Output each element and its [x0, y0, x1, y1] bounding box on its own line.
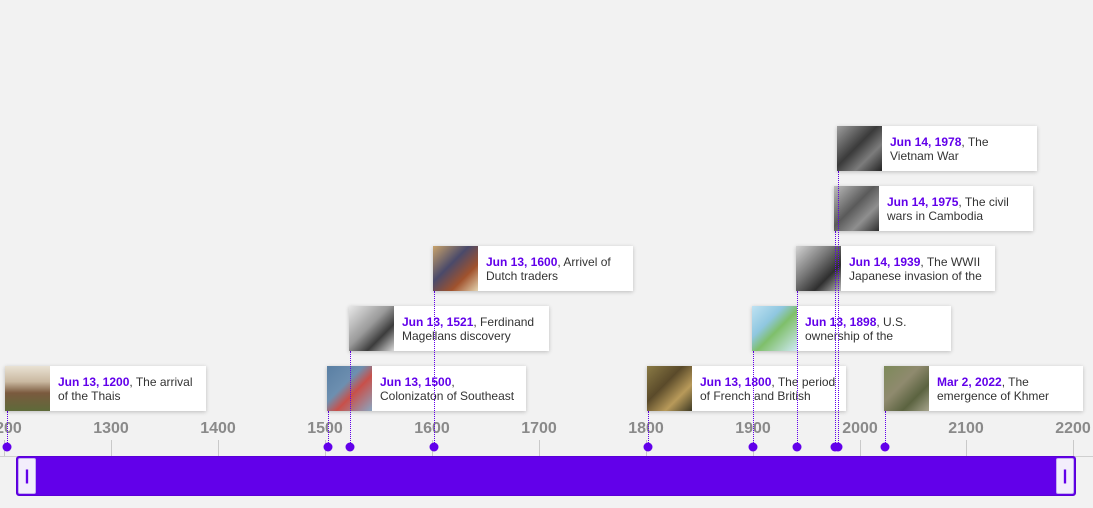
event-card[interactable]: Mar 2, 2022, The emergence of Khmer: [884, 366, 1083, 411]
event-description: Jun 14, 1939, The WWII Japanese invasion…: [841, 255, 995, 283]
event-description: Jun 13, 1500, Colonizaton of Southeast: [372, 375, 526, 403]
axis-tick-line: [966, 440, 967, 456]
axis-tick-line: [111, 440, 112, 456]
event-card[interactable]: Jun 14, 1939, The WWII Japanese invasion…: [796, 246, 995, 291]
event-marker[interactable]: [345, 442, 355, 452]
scrollbar-left-handle[interactable]: ❙: [18, 458, 36, 494]
axis-tick-label: 1200: [0, 420, 22, 437]
event-connector: [885, 411, 886, 447]
event-date: Jun 13, 1200: [58, 374, 130, 389]
event-description: Jun 13, 1600, Arrivel of Dutch traders: [478, 255, 633, 283]
axis-tick-line: [218, 440, 219, 456]
event-connector: [797, 291, 798, 447]
event-thumbnail: [433, 246, 478, 291]
event-date: Jun 13, 1600: [486, 254, 558, 269]
axis-tick-label: 2200: [1055, 420, 1091, 437]
event-date: Jun 13, 1800: [700, 374, 772, 389]
event-connector: [434, 291, 435, 447]
event-title: , The period of French and British: [700, 374, 836, 403]
event-card[interactable]: Jun 13, 1898, U.S. ownership of the: [752, 306, 951, 351]
event-marker[interactable]: [792, 442, 802, 452]
event-card[interactable]: Jun 13, 1200, The arrival of the Thais: [5, 366, 206, 411]
grip-icon: ❙: [1059, 468, 1071, 484]
event-description: Jun 14, 1978, The Vietnam War: [882, 135, 1037, 163]
event-connector: [7, 411, 8, 447]
event-card[interactable]: Jun 13, 1521, Ferdinand Magellans discov…: [349, 306, 549, 351]
event-marker[interactable]: [643, 442, 653, 452]
event-title: , The WWII Japanese invasion of the: [849, 254, 982, 283]
event-date: Jun 14, 1978: [890, 134, 962, 149]
event-description: Mar 2, 2022, The emergence of Khmer: [929, 375, 1083, 403]
event-title: , The Vietnam War: [890, 134, 989, 163]
event-thumbnail: [752, 306, 797, 351]
event-description: Jun 13, 1898, U.S. ownership of the: [797, 315, 951, 343]
event-card[interactable]: Jun 13, 1600, Arrivel of Dutch traders: [433, 246, 633, 291]
event-title: , The arrival of the Thais: [58, 374, 193, 403]
event-title: , U.S. ownership of the: [805, 314, 907, 343]
event-thumbnail: [834, 186, 879, 231]
event-thumbnail: [884, 366, 929, 411]
event-connector: [328, 411, 329, 447]
axis-tick-label: 1300: [93, 420, 129, 437]
event-connector: [350, 351, 351, 447]
axis-tick-label: 2100: [948, 420, 984, 437]
event-date: Jun 13, 1500: [380, 374, 452, 389]
event-marker[interactable]: [2, 442, 12, 452]
axis-tick-label: 1700: [521, 420, 557, 437]
timeline-axis: 1200130014001500160017001800190020002100…: [0, 420, 1093, 460]
event-card[interactable]: Jun 13, 1500, Colonizaton of Southeast: [327, 366, 526, 411]
event-title: , Ferdinand Magellans discovery: [402, 314, 535, 343]
event-description: Jun 13, 1200, The arrival of the Thais: [50, 375, 206, 403]
event-thumbnail: [796, 246, 841, 291]
axis-tick-label: 1600: [414, 420, 450, 437]
event-description: Jun 14, 1975, The civil wars in Cambodia: [879, 195, 1033, 223]
event-connector: [648, 411, 649, 447]
event-thumbnail: [837, 126, 882, 171]
event-card[interactable]: Jun 14, 1978, The Vietnam War: [837, 126, 1037, 171]
event-date: Jun 14, 1939: [849, 254, 921, 269]
event-thumbnail: [5, 366, 50, 411]
event-connector: [838, 171, 839, 447]
event-card[interactable]: Jun 13, 1800, The period of French and B…: [647, 366, 846, 411]
axis-tick-label: 1400: [200, 420, 236, 437]
event-title: , Arrivel of Dutch traders: [486, 254, 611, 283]
axis-tick-label: 2000: [842, 420, 878, 437]
axis-tick-label: 1800: [628, 420, 664, 437]
axis-tick-label: 1500: [307, 420, 343, 437]
event-date: Jun 13, 1898: [805, 314, 877, 329]
grip-icon: ❙: [21, 468, 33, 484]
event-thumbnail: [647, 366, 692, 411]
event-connector: [835, 231, 836, 447]
event-description: Jun 13, 1521, Ferdinand Magellans discov…: [394, 315, 549, 343]
event-marker[interactable]: [748, 442, 758, 452]
event-thumbnail: [327, 366, 372, 411]
event-date: Jun 14, 1975: [887, 194, 959, 209]
event-thumbnail: [349, 306, 394, 351]
event-date: Jun 13, 1521: [402, 314, 474, 329]
event-marker[interactable]: [429, 442, 439, 452]
event-marker[interactable]: [323, 442, 333, 452]
event-marker[interactable]: [833, 442, 843, 452]
event-connector: [753, 351, 754, 447]
event-title: , The emergence of Khmer: [937, 374, 1050, 403]
scrollbar-right-handle[interactable]: ❙: [1056, 458, 1074, 494]
axis-tick-line: [1073, 440, 1074, 456]
event-date: Mar 2, 2022: [937, 374, 1002, 389]
event-title: , The civil wars in Cambodia: [887, 194, 1009, 223]
axis-tick-line: [539, 440, 540, 456]
axis-tick-line: [860, 440, 861, 456]
event-marker[interactable]: [880, 442, 890, 452]
event-title: , Colonizaton of Southeast: [380, 374, 515, 403]
event-card[interactable]: Jun 14, 1975, The civil wars in Cambodia: [834, 186, 1033, 231]
event-description: Jun 13, 1800, The period of French and B…: [692, 375, 846, 403]
timeline-scrollbar[interactable]: ❙ ❙: [16, 456, 1076, 496]
